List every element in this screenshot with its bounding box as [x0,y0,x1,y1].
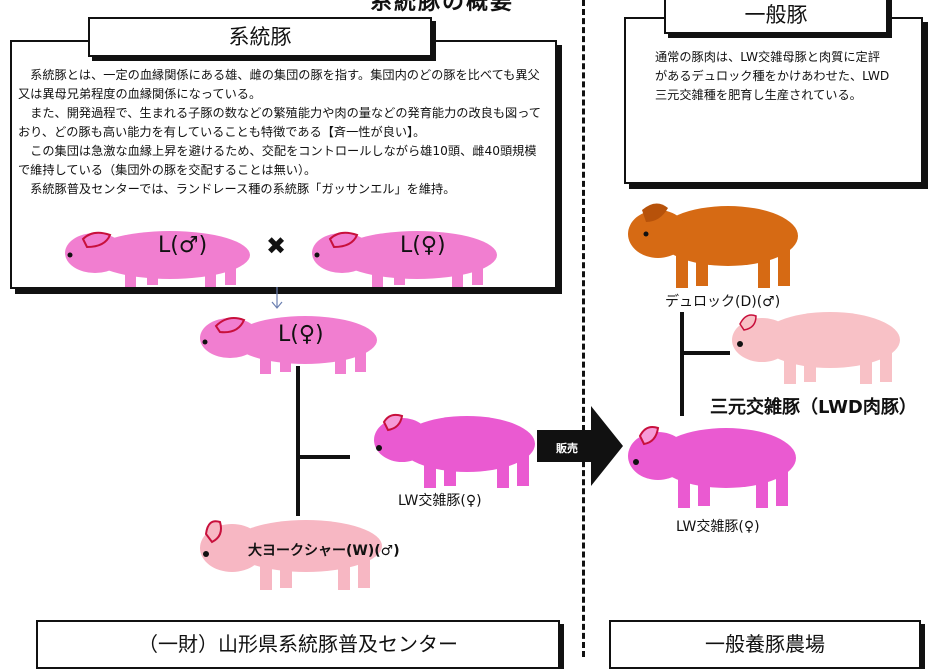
section-divider [582,0,585,657]
description-paragraph-3: この集団は急激な血縁上昇を避けるため、交配をコントロールしながら雄10頭、雌40… [18,144,537,177]
lw-cross-pig-image-right [628,426,796,508]
landrace-female-label: L(♀) [400,233,446,258]
right-lineage-horizontal-line [682,351,730,355]
duroc-label: デュロック(D)(♂) [665,294,781,310]
right-footer-box: 一般養豚農場 [609,620,921,669]
system-pig-description: 系統豚とは、一定の血縁関係にある雄、雌の集団の豚を指す。集団内のどの豚を比べても… [18,66,543,199]
landrace-male-pig-image [65,231,250,287]
lwd-label: 三元交雑豚（LWD肉豚） [710,397,917,418]
duroc-pig-image [628,203,798,288]
landrace-female-offspring-image [200,316,377,374]
yorkshire-label: 大ヨークシャー(W)(♂) [248,543,400,559]
landrace-female-pig-image [312,231,497,287]
lw-cross-pig-image-left [374,413,535,488]
yorkshire-pig-image [200,520,382,590]
general-pig-description: 通常の豚肉は、LW交雑母豚と肉質に定評があるデュロック種をかけあわせた、LWD三… [655,50,890,102]
landrace-offspring-label: L(♀) [278,322,324,347]
right-lineage-vertical-line [680,312,684,416]
landrace-male-label: L(♂) [158,233,208,258]
lineage-horizontal-line [298,455,350,459]
page-title: 系統豚の概要 [370,0,515,15]
lineage-vertical-line [296,366,300,516]
general-pig-title: 一般豚 [664,0,888,34]
sale-arrow-icon [537,406,623,486]
left-footer-box: （一財）山形県系統豚普及センター [36,620,560,669]
lw-cross-label-left: LW交雑豚(♀) [398,493,482,509]
sale-arrow-label: 販売 [556,442,578,455]
description-paragraph-2: また、開発過程で、生まれる子豚の数などの繁殖能力や肉の量などの発育能力の改良も図… [18,106,541,139]
lw-cross-label-right: LW交雑豚(♀) [676,519,760,535]
description-paragraph-4: 系統豚普及センターでは、ランドレース種の系統豚「ガッサンエル」を維持。 [18,182,456,196]
down-arrow-icon [271,287,283,309]
description-paragraph-1: 系統豚とは、一定の血縁関係にある雄、雌の集団の豚を指す。集団内のどの豚を比べても… [18,68,540,101]
general-pig-box [624,17,923,184]
system-pig-title: 系統豚 [88,17,432,57]
lwd-pig-image [732,312,900,384]
cross-mark-icon: ✖ [266,232,287,260]
